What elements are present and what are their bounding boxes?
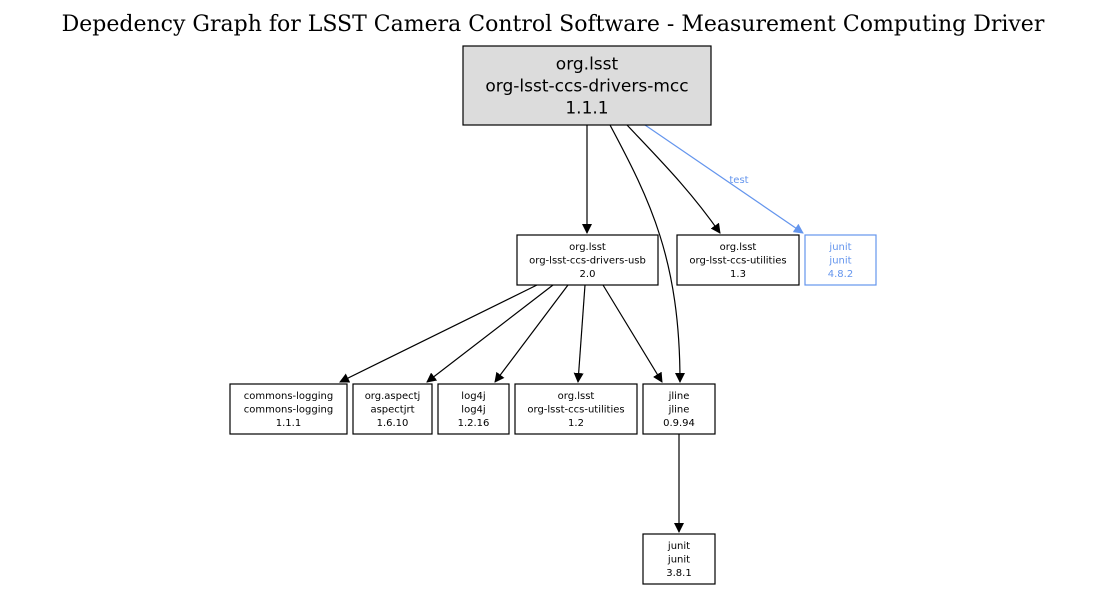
- node-version: 1.1.1: [276, 418, 301, 429]
- node-commons-logging[interactable]: commons-logging commons-logging 1.1.1: [229, 383, 348, 435]
- node-artifact: org-lsst-ccs-drivers-mcc: [485, 77, 688, 97]
- node-group: org.lsst: [720, 242, 757, 253]
- node-artifact: junit: [667, 555, 690, 566]
- node-artifact: org-lsst-ccs-utilities: [689, 256, 786, 267]
- edge-drivers-usb-to-aspectjrt: [426, 284, 554, 383]
- edge-root-to-jline: [609, 124, 685, 383]
- edge-drivers-usb-to-log4j: [494, 284, 569, 383]
- node-version: 2.0: [580, 269, 596, 280]
- node-group: org.lsst: [556, 55, 619, 75]
- node-utilities-13[interactable]: org.lsst org-lsst-ccs-utilities 1.3: [676, 234, 800, 286]
- node-group: org.lsst: [569, 242, 606, 253]
- node-version: 1.2: [568, 418, 584, 429]
- node-version: 1.3: [730, 269, 746, 280]
- edge-drivers-usb-to-commons-logging: [339, 284, 538, 383]
- edge-root-to-utilities-13: [626, 124, 721, 234]
- node-junit-381[interactable]: junit junit 3.8.1: [642, 533, 716, 585]
- node-box: [229, 383, 348, 435]
- node-box: [804, 234, 877, 286]
- nodes-layer: org.lsstorg-lsst-ccs-drivers-mcc1.1.1org…: [229, 45, 877, 585]
- node-artifact: org-lsst-ccs-utilities: [527, 405, 624, 416]
- node-box: [514, 383, 638, 435]
- node-group: junit: [828, 242, 851, 253]
- node-log4j[interactable]: log4j log4j 1.2.16: [437, 383, 510, 435]
- edge-root-to-junit-482: [644, 124, 804, 234]
- node-box: [676, 234, 800, 286]
- node-artifact: commons-logging: [244, 405, 333, 416]
- node-box: [642, 533, 716, 585]
- node-group: junit: [667, 541, 690, 552]
- node-jline[interactable]: jline jline 0.9.94: [642, 383, 716, 435]
- node-box: [516, 234, 659, 286]
- node-artifact: log4j: [461, 405, 485, 416]
- node-artifact: org-lsst-ccs-drivers-usb: [529, 256, 646, 267]
- node-version: 1.2.16: [458, 418, 490, 429]
- graph-title: Depedency Graph for LSST Camera Control …: [62, 12, 1045, 37]
- node-artifact: aspectjrt: [370, 405, 414, 416]
- node-box: [642, 383, 716, 435]
- node-group: org.lsst: [558, 391, 595, 402]
- node-aspectjrt[interactable]: org.aspectj aspectjrt 1.6.10: [352, 383, 433, 435]
- node-artifact: jline: [668, 405, 690, 416]
- node-junit-482[interactable]: junit junit 4.8.2: [804, 234, 877, 286]
- node-utilities-12[interactable]: org.lsst org-lsst-ccs-utilities 1.2: [514, 383, 638, 435]
- node-drivers-usb[interactable]: org.lsst org-lsst-ccs-drivers-usb 2.0: [516, 234, 659, 286]
- node-version: 0.9.94: [663, 418, 695, 429]
- node-box: [462, 45, 712, 126]
- node-version: 4.8.2: [828, 269, 853, 280]
- edges-layer: test: [339, 124, 804, 533]
- node-box: [437, 383, 510, 435]
- node-version: 1.1.1: [565, 99, 608, 119]
- edge-label: test: [729, 175, 748, 186]
- node-group: org.aspectj: [365, 391, 421, 402]
- node-group: commons-logging: [244, 391, 333, 402]
- node-group: jline: [668, 391, 690, 402]
- edge-drivers-usb-to-jline: [602, 284, 663, 383]
- node-version: 3.8.1: [666, 568, 691, 579]
- node-version: 1.6.10: [377, 418, 409, 429]
- edge-drivers-usb-to-utilities-12: [573, 284, 586, 383]
- node-group: log4j: [461, 391, 485, 402]
- node-artifact: junit: [828, 256, 851, 267]
- node-box: [352, 383, 433, 435]
